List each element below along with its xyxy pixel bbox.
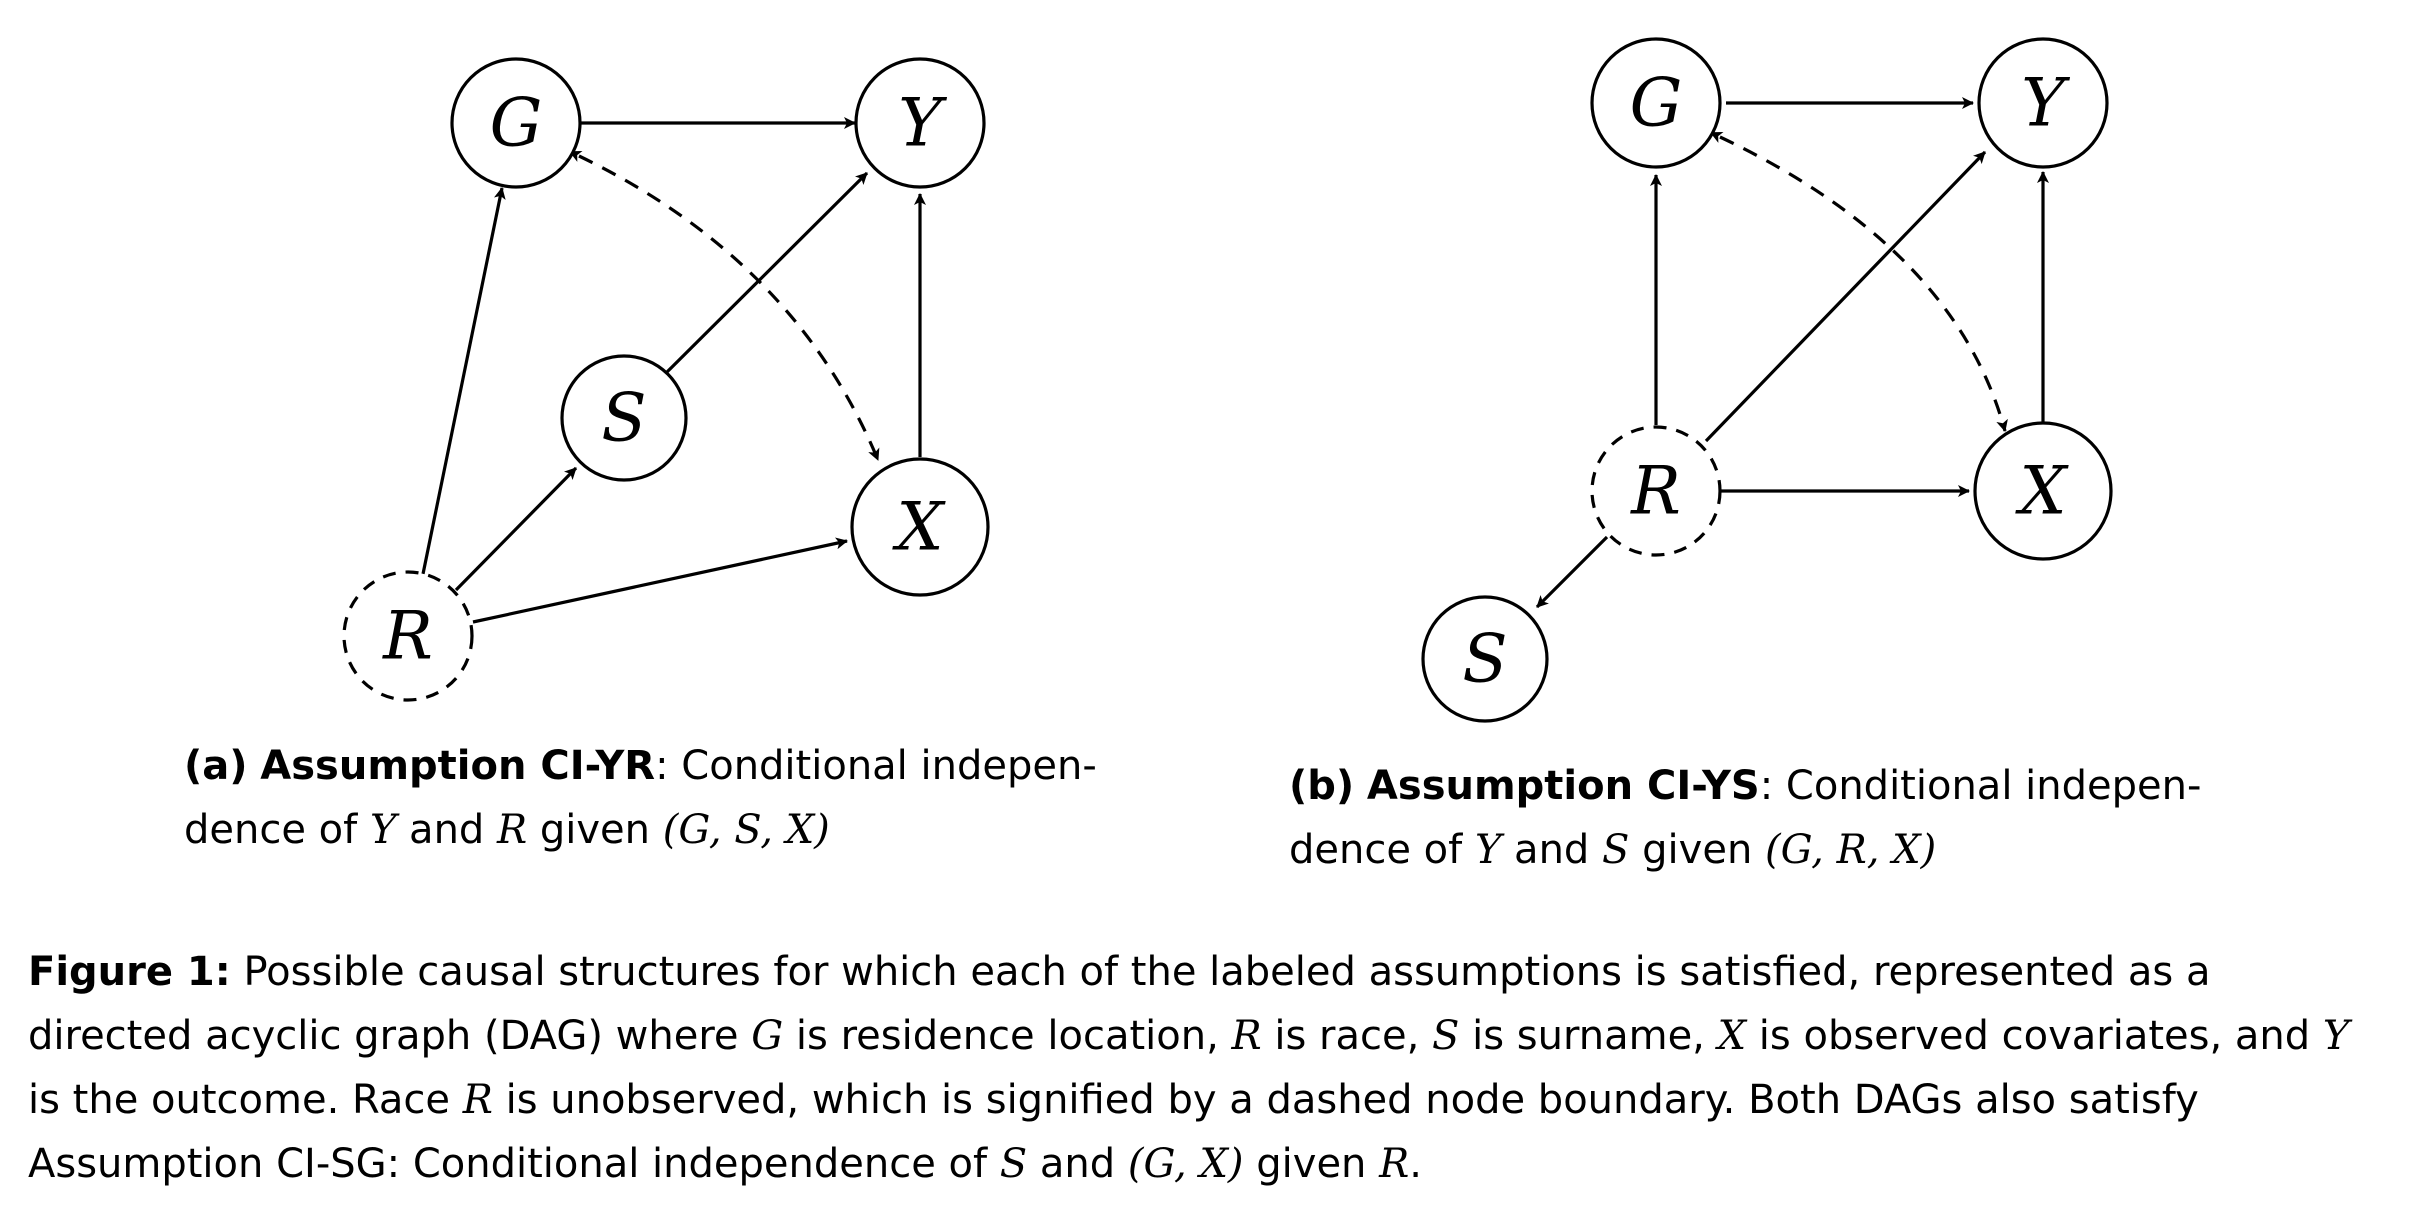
svg-text:Y: Y — [898, 85, 947, 162]
diagram-a-edges — [421, 117, 926, 624]
svg-text:R: R — [382, 598, 433, 675]
subcaption-b-var-1: Y — [1474, 827, 1502, 873]
figure-caption-var-r: R — [1231, 1013, 1262, 1059]
node-a-y: Y — [854, 57, 986, 189]
subcaption-b-assumption: Assumption CI-YS — [1366, 763, 1760, 809]
svg-text:S: S — [1462, 621, 1507, 698]
edge-a-r-to-s — [454, 466, 578, 592]
diagram-b: G Y R X S — [1421, 37, 2113, 723]
node-b-y: Y — [1977, 37, 2109, 169]
svg-text:X: X — [892, 489, 947, 566]
node-b-x: X — [1973, 421, 2113, 561]
svg-text:R: R — [1630, 453, 1681, 530]
svg-text:G: G — [1630, 65, 1683, 142]
svg-text:G: G — [490, 85, 543, 162]
subcaption-b-and: and — [1501, 827, 1603, 873]
subcaption-a-label: (a) — [184, 743, 248, 789]
subcaption-a-cond: (G, S, X) — [662, 807, 830, 853]
figure-caption-text-3: is race, — [1261, 1013, 1433, 1059]
svg-text:Y: Y — [2021, 65, 2070, 142]
figure-caption-text-8: and — [1027, 1141, 1128, 1187]
figure-caption-var-r-3: R — [1379, 1141, 1410, 1187]
figure-caption-cond: (G, X) — [1127, 1141, 1244, 1187]
node-b-r-latent: R — [1590, 425, 1722, 557]
subcaption-a-given: given — [527, 807, 663, 853]
figure-caption-text-7: is unobserved, which is signified by a d… — [28, 1077, 2199, 1187]
node-b-g: G — [1590, 37, 1722, 169]
diagram-a: G Y S X R — [342, 57, 990, 702]
edge-b-r-to-s — [1535, 535, 1609, 609]
node-a-g: G — [450, 57, 582, 189]
figure-caption-var-g: G — [751, 1013, 784, 1059]
subcaption-b: (b) Assumption CI-YS: Conditional indepe… — [1289, 754, 2339, 882]
figure-caption-var-r-2: R — [462, 1077, 493, 1123]
edge-a-s-to-y — [665, 171, 869, 374]
subcaption-b-given: given — [1629, 827, 1766, 873]
edge-a-r-to-x — [472, 537, 848, 624]
edge-a-r-to-g — [421, 187, 506, 575]
dag-figure: G Y S X R G — [342, 37, 2113, 723]
subcaption-a: (a) Assumption CI-YR: Conditional indepe… — [184, 734, 1184, 862]
subcaption-a-text-1: : Conditional indepen- — [655, 743, 1097, 789]
subcaption-a-var-1: Y — [369, 807, 397, 853]
node-a-s: S — [560, 354, 688, 482]
figure-caption-text-2: is residence location, — [783, 1013, 1232, 1059]
subcaption-b-line-1: (b) Assumption CI-YS: Conditional indepe… — [1289, 754, 2339, 818]
figure-caption-text-1: Possible causal structures for which eac… — [28, 949, 2211, 1059]
subcaption-a-assumption: Assumption CI-YR — [260, 743, 656, 789]
subcaption-b-var-2: S — [1602, 827, 1630, 873]
figure-caption-var-s: S — [1432, 1013, 1460, 1059]
svg-text:X: X — [2015, 453, 2070, 530]
node-a-r-latent: R — [342, 570, 474, 702]
diagram-b-edges — [1535, 97, 2049, 609]
node-b-s: S — [1421, 595, 1549, 723]
figure-caption-text-10: . — [1409, 1141, 1422, 1187]
subcaption-b-text-1: : Conditional indepen- — [1759, 763, 2202, 809]
figure-caption-text-5: is observed covariates, and — [1746, 1013, 2323, 1059]
subcaption-b-cond: (G, R, X) — [1765, 827, 1937, 873]
figure-caption-text-4: is surname, — [1459, 1013, 1718, 1059]
subcaption-a-line-1: (a) Assumption CI-YR: Conditional indepe… — [184, 734, 1184, 798]
figure-caption: Figure 1: Possible causal structures for… — [28, 940, 2384, 1196]
edge-b-r-to-y — [1704, 150, 1987, 443]
figure-caption-var-s-2: S — [999, 1141, 1028, 1187]
figure-caption-text-9: given — [1243, 1141, 1380, 1187]
figure-caption-var-y: Y — [2322, 1013, 2350, 1059]
svg-text:S: S — [601, 380, 646, 457]
subcaption-b-label: (b) — [1289, 763, 1355, 809]
figure-caption-var-x: X — [1717, 1013, 1747, 1059]
edge-a-g-x-confounding — [569, 151, 880, 461]
figure-caption-text-6: is the outcome. Race — [28, 1077, 463, 1123]
subcaption-b-line-2: dence of Y and S given (G, R, X) — [1289, 818, 2339, 882]
subcaption-a-var-2: R — [497, 807, 528, 853]
subcaption-a-and: and — [396, 807, 498, 853]
subcaption-a-line-2: dence of Y and R given (G, S, X) — [184, 798, 1184, 862]
edge-b-g-x-confounding — [1710, 132, 2008, 432]
node-a-x: X — [850, 457, 990, 597]
subcaption-a-text-2: dence of — [184, 807, 370, 853]
subcaption-b-text-2: dence of — [1289, 827, 1475, 873]
figure-caption-label: Figure 1: — [28, 949, 231, 995]
